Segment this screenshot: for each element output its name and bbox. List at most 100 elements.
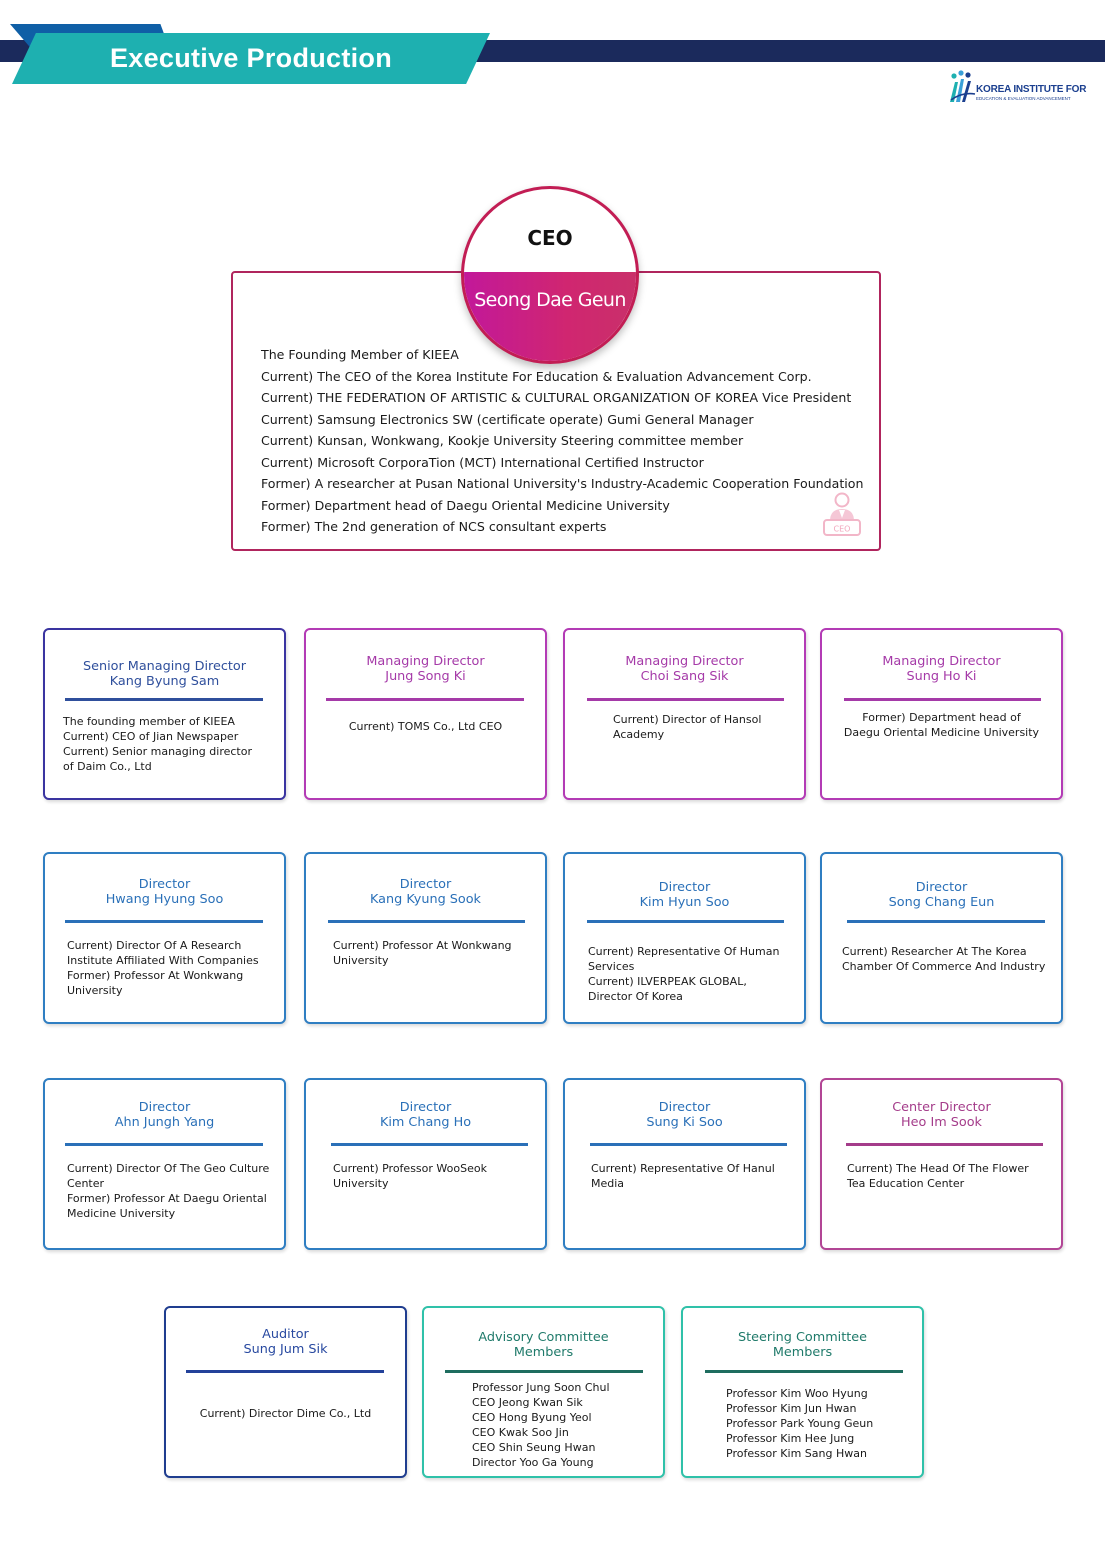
card-director-kim-hyun: Director Kim Hyun Soo Current) Represent… — [563, 852, 806, 1024]
card-line: Current) CEO of Jian Newspaper — [63, 730, 239, 743]
card-line: Current) Representative Of Human — [588, 945, 780, 958]
card-line: Former) Professor At Wonkwang — [67, 969, 244, 982]
card-director-song: Director Song Chang Eun Current) Researc… — [820, 852, 1063, 1024]
card-members-list: Professor Jung Soon Chul CEO Jeong Kwan … — [472, 1380, 662, 1470]
ceo-name-circle: CEO Seong Dae Geun — [461, 186, 639, 364]
card-line: University — [333, 1177, 389, 1190]
card-description: Current) TOMS Co., Ltd CEO — [306, 719, 545, 734]
card-line: CEO Jeong Kwan Sik — [472, 1396, 583, 1409]
card-line: Chamber Of Commerce And Industry — [842, 960, 1046, 973]
card-auditor: Auditor Sung Jum Sik Current) Director D… — [164, 1306, 407, 1478]
card-line: Current) Senior managing director — [63, 745, 252, 758]
card-director-kim-chang: Director Kim Chang Ho Current) Professor… — [304, 1078, 547, 1250]
card-divider — [590, 1143, 787, 1146]
ceo-career-line: Current) Microsoft CorporaTion (MCT) Int… — [261, 454, 704, 470]
card-line: Professor Kim Woo Hyung — [726, 1387, 868, 1400]
card-line: Medicine University — [67, 1207, 176, 1220]
card-description: Current) The Head Of The Flower Tea Educ… — [847, 1161, 1061, 1191]
card-divider — [186, 1370, 384, 1373]
card-title-role: Managing Director — [366, 654, 485, 669]
card-title-role: Managing Director — [625, 654, 744, 669]
card-title-name: Choi Sang Sik — [640, 669, 729, 684]
ceo-role-label: CEO — [527, 226, 573, 250]
card-description: Current) Director Of The Geo Culture Cen… — [67, 1161, 282, 1221]
card-director-ahn: Director Ahn Jungh Yang Current) Directo… — [43, 1078, 286, 1250]
card-title-role: Director — [399, 877, 452, 892]
card-line: The founding member of KIEEA — [63, 715, 235, 728]
card-managing-director-choi: Managing Director Choi Sang Sik Current)… — [563, 628, 806, 800]
ceo-career-list: The Founding Member of KIEEA Current) Th… — [261, 344, 871, 538]
card-line: University — [333, 954, 389, 967]
card-line: University — [67, 984, 123, 997]
card-line: Professor Jung Soon Chul — [472, 1381, 610, 1394]
card-line: Daegu Oriental Medicine University — [843, 726, 1040, 739]
card-title-role: Managing Director — [882, 654, 1001, 669]
card-line: Professor Kim Jun Hwan — [726, 1402, 857, 1415]
card-managing-director-sung: Managing Director Sung Ho Ki Former) Dep… — [820, 628, 1063, 800]
card-title-name: Song Chang Eun — [888, 895, 995, 910]
card-line: Media — [591, 1177, 625, 1190]
card-line: Current) Director Dime Co., Ltd — [199, 1407, 372, 1420]
card-line: CEO Kwak Soo Jin — [472, 1426, 569, 1439]
card-advisory-committee: Advisory Committee Members Professor Jun… — [422, 1306, 665, 1478]
card-divider — [65, 1143, 263, 1146]
card-title-name: Hwang Hyung Soo — [105, 892, 224, 907]
card-divider — [847, 920, 1045, 923]
card-title-role: Director — [658, 880, 711, 895]
card-title-name: Members — [513, 1345, 574, 1360]
card-title-role: Senior Managing Director — [82, 659, 247, 674]
card-title-role: Director — [399, 1100, 452, 1115]
card-title-name: Kim Hyun Soo — [639, 895, 730, 910]
card-line: Current) ILVERPEAK GLOBAL, — [588, 975, 747, 988]
card-title-role: Advisory Committee — [478, 1330, 609, 1345]
card-line: Current) Director of Hansol — [613, 713, 762, 726]
card-title-role: Director — [138, 1100, 191, 1115]
card-line: Current) Professor At Wonkwang — [333, 939, 512, 952]
card-steering-committee: Steering Committee Members Professor Kim… — [681, 1306, 924, 1478]
card-description: Current) Professor WooSeok University — [333, 1161, 543, 1191]
card-center-director: Center Director Heo Im Sook Current) The… — [820, 1078, 1063, 1250]
card-line: Institute Affiliated With Companies — [67, 954, 259, 967]
card-divider — [844, 698, 1041, 701]
logo-text-secondary: EDUCATION & EVALUATION ADVANCEMENT — [976, 96, 1071, 101]
card-director-sung-ki: Director Sung Ki Soo Current) Representa… — [563, 1078, 806, 1250]
card-line: Former) Professor At Daegu Oriental — [67, 1192, 267, 1205]
card-description: Current) Representative Of Human Service… — [588, 944, 803, 1004]
card-title-role: Auditor — [262, 1327, 309, 1342]
card-description: The founding member of KIEEA Current) CE… — [63, 714, 278, 774]
card-director-kang: Director Kang Kyung Sook Current) Profes… — [304, 852, 547, 1024]
header-title-band — [12, 33, 490, 84]
card-description: Current) Researcher At The Korea Chamber… — [842, 944, 1062, 974]
card-divider — [65, 698, 263, 701]
card-line: Center — [67, 1177, 105, 1190]
card-title-name: Heo Im Sook — [901, 1115, 982, 1130]
card-title-role: Center Director — [892, 1100, 991, 1115]
card-line: Current) TOMS Co., Ltd CEO — [348, 720, 503, 733]
ceo-badge-text: CEO — [834, 525, 851, 534]
ceo-badge-icon: CEO — [823, 492, 861, 536]
card-description: Current) Director Of A Research Institut… — [67, 938, 282, 998]
card-divider — [328, 920, 525, 923]
ceo-career-line: The Founding Member of KIEEA — [261, 347, 459, 362]
logo-text-primary: KOREA INSTITUTE FOR — [976, 84, 1087, 95]
card-line: Former) Department head of — [862, 711, 1021, 724]
card-title-name: Ahn Jungh Yang — [114, 1115, 215, 1130]
card-title-role: Director — [658, 1100, 711, 1115]
ceo-career-line: Current) The CEO of the Korea Institute … — [261, 368, 812, 384]
page-title: Executive Production — [109, 43, 393, 73]
ceo-career-line: Former) The 2nd generation of NCS consul… — [261, 519, 607, 534]
card-line: Professor Park Young Geun — [726, 1417, 874, 1430]
card-line: Tea Education Center — [847, 1177, 965, 1190]
card-members-list: Professor Kim Woo Hyung Professor Kim Ju… — [726, 1386, 921, 1461]
card-title-name: Kang Kyung Sook — [370, 892, 481, 907]
card-divider — [846, 1143, 1043, 1146]
card-divider — [65, 920, 263, 923]
card-title-name: Sung Ho Ki — [906, 669, 977, 684]
card-line: Current) Researcher At The Korea — [842, 945, 1027, 958]
card-divider — [587, 920, 784, 923]
ceo-career-line: Current) THE FEDERATION OF ARTISTIC & CU… — [261, 390, 852, 405]
ceo-career-line: Current) Kunsan, Wonkwang, Kookje Univer… — [261, 433, 744, 448]
card-divider — [326, 698, 524, 701]
card-line: Current) Director Of The Geo Culture — [67, 1162, 270, 1175]
card-line: Professor Kim Hee Jung — [726, 1432, 855, 1445]
